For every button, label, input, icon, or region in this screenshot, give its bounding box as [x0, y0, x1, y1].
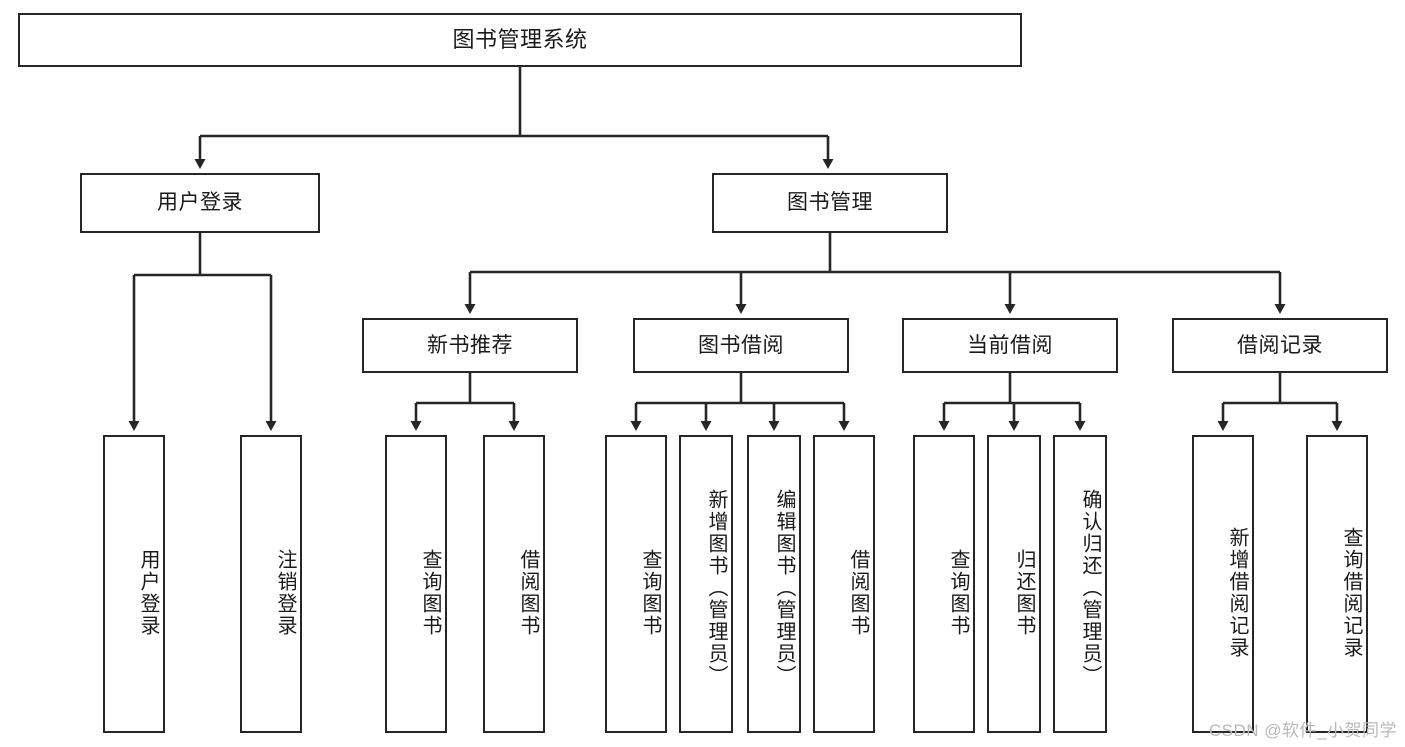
leaf-add-record[interactable]: 新增借阅记录: [1192, 435, 1254, 733]
node-user-login-label: 用户登录: [157, 191, 243, 215]
leaf-query-book-1-label: 查询图书: [419, 549, 441, 637]
leaf-query-book-3-label: 查询图书: [947, 549, 969, 637]
leaf-confirm-return[interactable]: 确认归还（管理员）: [1053, 435, 1107, 733]
leaf-query-book-1[interactable]: 查询图书: [385, 435, 447, 733]
leaf-add-book-label: 新增图书（管理员）: [705, 489, 727, 687]
leaf-borrow-book-1-label: 借阅图书: [517, 549, 539, 637]
node-current-borrow[interactable]: 当前借阅: [902, 318, 1118, 373]
node-book-borrow-label: 图书借阅: [698, 333, 784, 357]
leaf-query-record-label: 查询借阅记录: [1340, 527, 1362, 659]
node-book-manage[interactable]: 图书管理: [712, 173, 948, 233]
leaf-return-book[interactable]: 归还图书: [987, 435, 1041, 733]
node-book-borrow[interactable]: 图书借阅: [633, 318, 849, 373]
node-root-label: 图书管理系统: [452, 26, 588, 52]
node-book-manage-label: 图书管理: [787, 191, 873, 215]
leaf-query-book-2[interactable]: 查询图书: [605, 435, 667, 733]
leaf-add-book[interactable]: 新增图书（管理员）: [679, 435, 733, 733]
node-current-borrow-label: 当前借阅: [967, 333, 1053, 357]
leaf-borrow-book-2-label: 借阅图书: [847, 549, 869, 637]
leaf-edit-book-label: 编辑图书（管理员）: [773, 489, 795, 687]
leaf-confirm-return-label: 确认归还（管理员）: [1079, 489, 1101, 687]
leaf-borrow-book-2[interactable]: 借阅图书: [813, 435, 875, 733]
node-new-book-recommend-label: 新书推荐: [427, 333, 513, 357]
csdn-watermark: CSDN @软件_小贺同学: [1208, 721, 1397, 740]
node-root[interactable]: 图书管理系统: [18, 13, 1022, 67]
node-new-book-recommend[interactable]: 新书推荐: [362, 318, 578, 373]
leaf-user-login[interactable]: 用户登录: [103, 435, 165, 733]
leaf-return-book-label: 归还图书: [1013, 549, 1035, 637]
leaf-edit-book[interactable]: 编辑图书（管理员）: [747, 435, 801, 733]
node-borrow-record[interactable]: 借阅记录: [1172, 318, 1388, 373]
leaf-borrow-book-1[interactable]: 借阅图书: [483, 435, 545, 733]
leaf-query-record[interactable]: 查询借阅记录: [1306, 435, 1368, 733]
node-borrow-record-label: 借阅记录: [1237, 333, 1323, 357]
leaf-logout[interactable]: 注销登录: [240, 435, 302, 733]
node-user-login[interactable]: 用户登录: [80, 173, 320, 233]
leaf-user-login-label: 用户登录: [137, 549, 159, 637]
leaf-query-book-3[interactable]: 查询图书: [913, 435, 975, 733]
leaf-query-book-2-label: 查询图书: [639, 549, 661, 637]
leaf-logout-label: 注销登录: [274, 549, 296, 637]
leaf-add-record-label: 新增借阅记录: [1226, 527, 1248, 659]
